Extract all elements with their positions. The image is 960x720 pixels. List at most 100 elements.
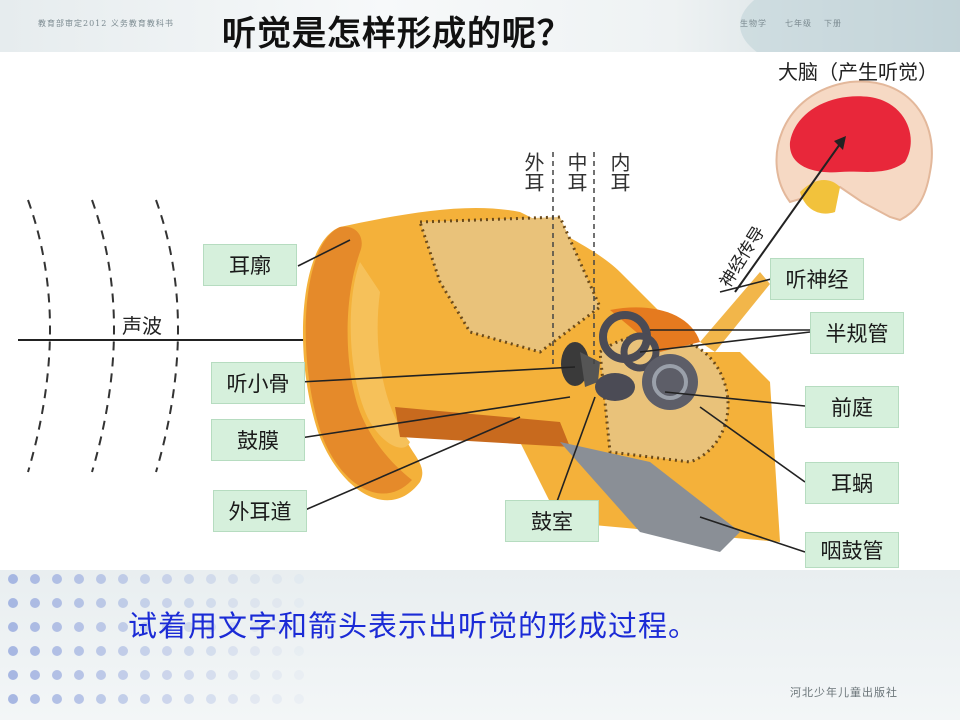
decorative-dot: [272, 574, 282, 584]
decorative-dot: [96, 622, 106, 632]
label-semicircular-canals: 半规管: [810, 312, 904, 354]
decorative-dot: [206, 646, 216, 656]
decorative-dot: [52, 598, 62, 608]
decorative-dot: [294, 670, 304, 680]
decorative-dot: [228, 598, 238, 608]
decorative-dot: [8, 646, 18, 656]
decorative-dot: [118, 622, 128, 632]
decorative-dot: [74, 646, 84, 656]
decorative-dot: [272, 598, 282, 608]
decorative-dot: [294, 598, 304, 608]
slide-title: 听觉是怎样形成的呢？: [222, 14, 572, 54]
decorative-dot: [272, 670, 282, 680]
decorative-dot: [52, 622, 62, 632]
leader-semicircular-2: [639, 331, 811, 353]
label-tympanic-cavity: 鼓室: [505, 500, 599, 542]
decorative-dot: [162, 598, 172, 608]
decorative-dot: [118, 670, 128, 680]
brain-shape: [789, 96, 911, 173]
decorative-dot: [206, 574, 216, 584]
decorative-dot: [272, 694, 282, 704]
nerve-bundle-shape: [700, 272, 770, 352]
decorative-dot: [228, 622, 238, 632]
decorative-dot: [52, 646, 62, 656]
publisher-text: 河北少年儿童出版社: [790, 686, 898, 699]
throat-shape: [800, 180, 840, 214]
temporal-bone-shape: [417, 215, 602, 354]
brain-label: 大脑（产生听觉）: [778, 60, 938, 84]
decorative-dot: [74, 622, 84, 632]
decorative-dot: [118, 574, 128, 584]
label-auditory-nerve: 听神经: [770, 258, 864, 300]
decorative-dot: [140, 670, 150, 680]
decorative-dot: [96, 598, 106, 608]
sound-wave-arcs: [27, 199, 179, 473]
decorative-dot: [30, 646, 40, 656]
leader-cochlea: [699, 406, 806, 483]
decorative-dot: [30, 574, 40, 584]
volume-text: 下册: [824, 19, 842, 28]
question-text: 试着用文字和箭头表示出听觉的形成过程。: [128, 609, 699, 643]
grade-text: 七年级: [785, 19, 812, 28]
auricle-shape: [305, 226, 412, 494]
decorative-dot: [184, 574, 194, 584]
cochlea-shape: [642, 354, 698, 410]
decorative-dot: [30, 622, 40, 632]
region-inner-ear-label: 内耳: [607, 152, 631, 192]
decorative-dot: [30, 598, 40, 608]
decorative-dot: [74, 574, 84, 584]
decorative-dot: [8, 598, 18, 608]
decorative-dot: [228, 574, 238, 584]
decorative-dot: [206, 670, 216, 680]
decorative-dot: [74, 694, 84, 704]
decorative-dot: [140, 694, 150, 704]
label-vestibule: 前庭: [805, 386, 899, 428]
decorative-dot: [96, 694, 106, 704]
decorative-dot: [294, 646, 304, 656]
decorative-dot: [184, 670, 194, 680]
label-ear-canal: 外耳道: [213, 490, 307, 532]
decorative-dot: [52, 574, 62, 584]
decorative-dot: [272, 646, 282, 656]
decorative-dot: [8, 574, 18, 584]
cochlea-spiral: [652, 364, 688, 400]
leader-eustachian-tube: [699, 516, 806, 553]
decorative-dot: [250, 646, 260, 656]
leader-tympanic-cavity: [554, 396, 596, 508]
decorative-dot: [228, 646, 238, 656]
label-eardrum: 鼓膜: [211, 419, 305, 461]
leader-ossicles: [299, 366, 576, 383]
decorative-dot: [140, 646, 150, 656]
decorative-dot: [8, 694, 18, 704]
decorative-dot: [184, 598, 194, 608]
nerve-conduction-arrow-head: [834, 136, 846, 150]
decorative-dot: [74, 598, 84, 608]
decorative-dot: [162, 670, 172, 680]
decorative-dot: [250, 694, 260, 704]
decorative-dot: [294, 574, 304, 584]
decorative-dot: [228, 694, 238, 704]
decorative-dot: [96, 574, 106, 584]
decorative-dot: [30, 694, 40, 704]
leader-vestibule: [664, 391, 806, 407]
decorative-dot: [272, 622, 282, 632]
decorative-dot: [206, 622, 216, 632]
decorative-dot: [228, 670, 238, 680]
region-middle-ear-label: 中耳: [564, 152, 588, 192]
leader-auditory-nerve: [719, 277, 776, 293]
decorative-dot: [294, 622, 304, 632]
decorative-dot: [184, 622, 194, 632]
dot-pattern-decoration: [0, 568, 960, 720]
leader-eardrum: [299, 396, 571, 439]
decorative-dot: [184, 694, 194, 704]
decorative-dot: [118, 694, 128, 704]
label-eustachian-tube: 咽鼓管: [805, 532, 899, 568]
subject-text: 生物学: [740, 19, 767, 28]
nerve-conduction-arrow-line: [734, 143, 841, 293]
decorative-dot: [162, 646, 172, 656]
leader-auricle: [297, 239, 351, 267]
decorative-dot: [118, 598, 128, 608]
decorative-dot: [206, 694, 216, 704]
label-leader-lines: [297, 239, 811, 553]
decorative-dot: [52, 670, 62, 680]
